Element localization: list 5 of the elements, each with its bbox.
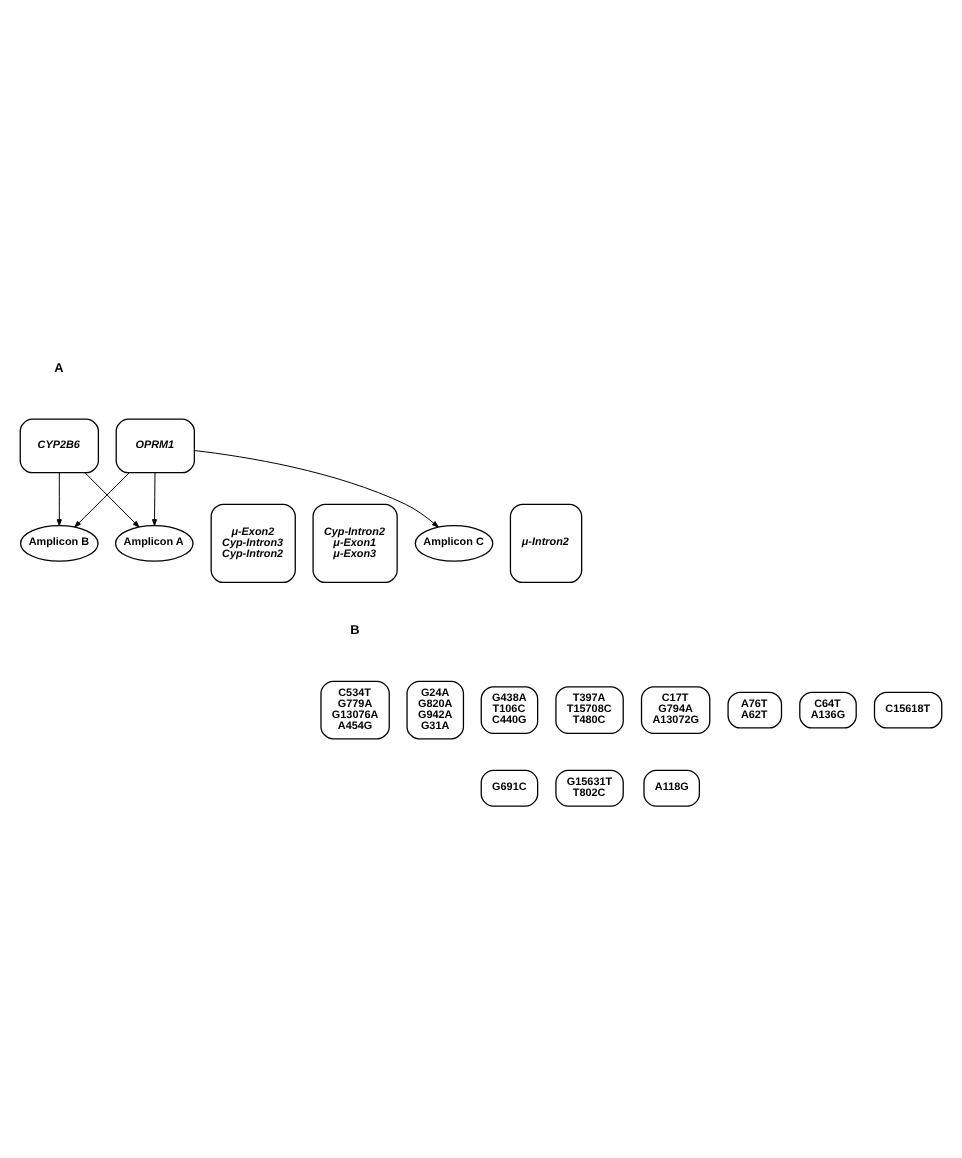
- arrow: [194, 450, 439, 528]
- arrow: [74, 472, 130, 528]
- arrow: [151, 472, 158, 527]
- arrow: [56, 472, 62, 527]
- arrow: [84, 472, 140, 528]
